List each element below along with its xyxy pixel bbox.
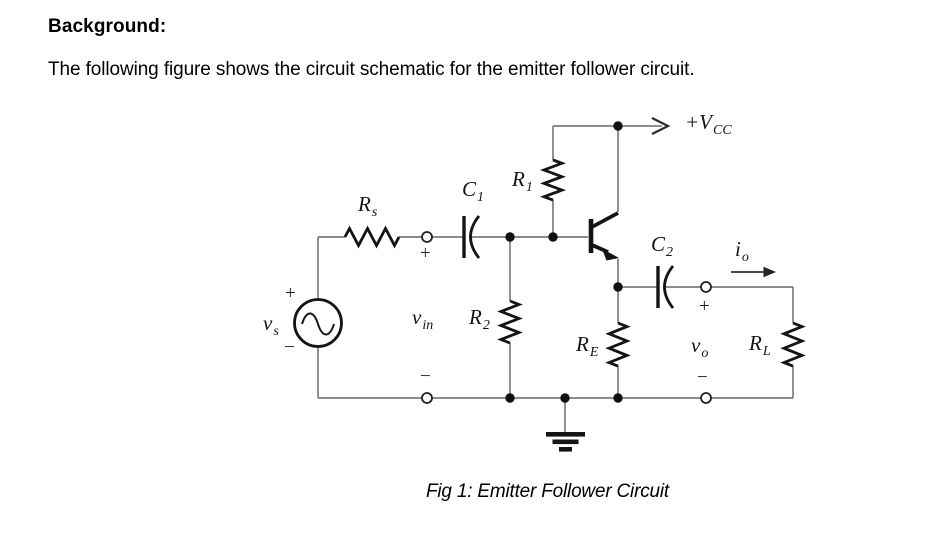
label-r1: R1 [512,167,533,195]
capacitor-c2 [656,265,675,309]
vin-minus-sign: − [420,366,431,387]
resistor-rl [780,321,806,368]
vo-minus-sign: − [697,367,708,388]
resistor-rs [343,225,401,249]
vo-plus-sign: + [699,296,710,317]
emitter-arrow-icon [602,248,619,261]
label-re: RE [576,332,599,360]
circuit-wires [317,125,794,432]
label-r2: R2 [469,305,490,333]
label-io: io [735,237,749,265]
voltage-source-vs [293,298,343,348]
label-c1: C1 [462,177,485,205]
io-arrow-icon [731,266,776,278]
label-vcc: +VCC [685,110,732,138]
transistor-npn [588,211,619,261]
terminal-nodes [421,231,712,404]
section-heading: Background: [48,16,167,37]
resistor-r2 [497,299,523,345]
label-rs: Rs [358,192,378,220]
label-c2: C2 [651,232,674,260]
capacitor-c1 [462,215,481,259]
vs-minus-sign: − [284,337,295,358]
ground-symbol [546,432,585,452]
label-vin: vin [412,305,434,333]
resistor-re [605,321,631,368]
resistor-r1 [539,158,567,202]
vcc-arrow-icon [651,117,671,135]
label-vo: vo [691,333,709,361]
label-rl: RL [749,331,771,359]
junction-dots [505,121,623,403]
figure-caption: Fig 1: Emitter Follower Circuit [426,481,669,502]
vs-plus-sign: + [285,283,296,304]
vin-plus-sign: + [420,243,431,264]
label-vs: vs [263,311,279,339]
intro-text: The following figure shows the circuit s… [48,59,695,80]
